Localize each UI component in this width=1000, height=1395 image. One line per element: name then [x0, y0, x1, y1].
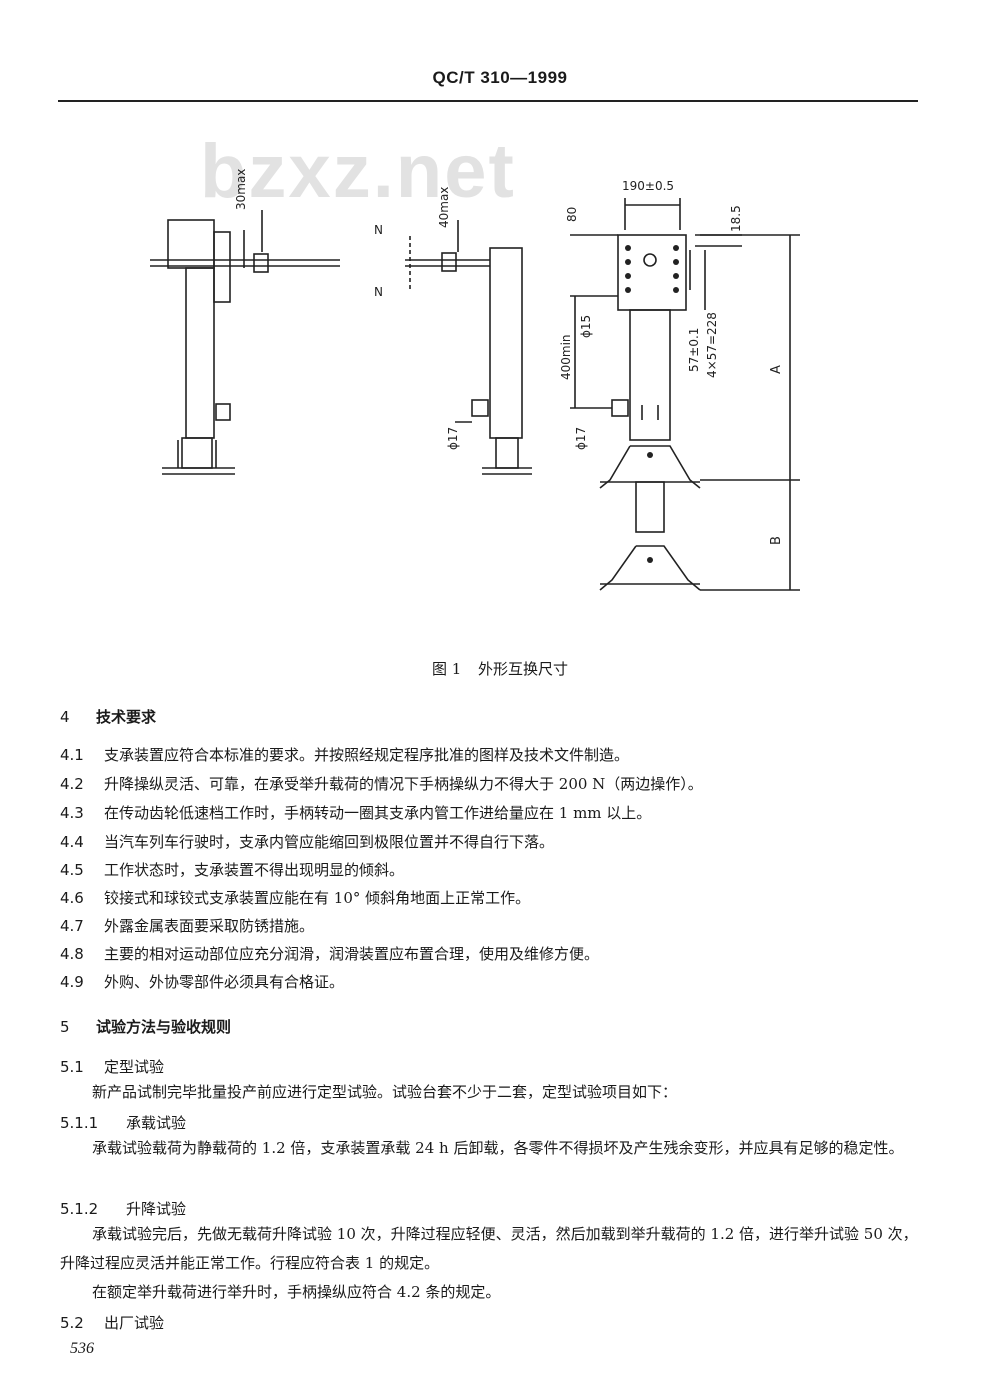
dim-n-top: N [374, 223, 383, 237]
dim-phi15: ϕ15 [579, 315, 593, 338]
page-number: 536 [70, 1340, 94, 1357]
dim-190: 190±0.5 [622, 179, 674, 193]
middle-coupling [441, 252, 457, 272]
clause-5-1-1-text: 承载试验载荷为静载荷的 1.2 倍，支承装置承载 24 h 后卸载，各零件不得损… [92, 1139, 904, 1157]
left-side-plate [213, 231, 231, 303]
figure-drawing: 30max 40max N N ϕ17 190±0.5 80 18.5 ϕ15 … [150, 169, 800, 591]
figure-caption-title: 外形互换尺寸 [478, 660, 569, 678]
dim-b: B [769, 536, 784, 545]
header-rule [58, 100, 918, 102]
left-outer-tube [185, 267, 215, 439]
clause-5-1-text: 新产品试制完毕批量投产前应进行定型试验。试验台套不少于二套，定型试验项目如下： [92, 1083, 678, 1101]
dim-57: 57±0.1 [687, 328, 701, 372]
clause-5-1-2-text2: 在额定举升载荷进行举升时，手柄操纵应符合 4.2 条的规定。 [92, 1283, 501, 1301]
right-tube [629, 309, 671, 441]
dim-228: 4×57=228 [705, 312, 719, 378]
left-bracket [215, 403, 231, 421]
dim-30max: 30max [234, 169, 248, 210]
dim-400min: 400min [559, 334, 573, 380]
figure-caption-label: 图 1 [431, 660, 462, 678]
dim-a: A [769, 365, 784, 374]
dim-40max: 40max [437, 187, 451, 228]
clause-5-1-2-text1: 承载试验完后，先做无载荷升降试验 10 次，升降过程应轻便、灵活，然后加载到举升… [60, 1225, 918, 1272]
dim-n-bottom: N [374, 285, 383, 299]
middle-outer-tube [489, 247, 523, 439]
page-header: QC/T 310—1999 [432, 68, 568, 87]
left-coupling [253, 253, 269, 273]
dim-18-5: 18.5 [729, 205, 743, 232]
right-center-hole [643, 253, 657, 267]
right-bracket [611, 399, 629, 417]
middle-bracket [471, 399, 489, 417]
watermark: bzxz.net [200, 129, 516, 214]
dim-phi17-b: ϕ17 [574, 427, 588, 450]
figure-caption: 图 1 外形互换尺寸 [0, 658, 1000, 679]
dim-80: 80 [565, 207, 579, 222]
dim-phi17-a: ϕ17 [446, 427, 460, 450]
